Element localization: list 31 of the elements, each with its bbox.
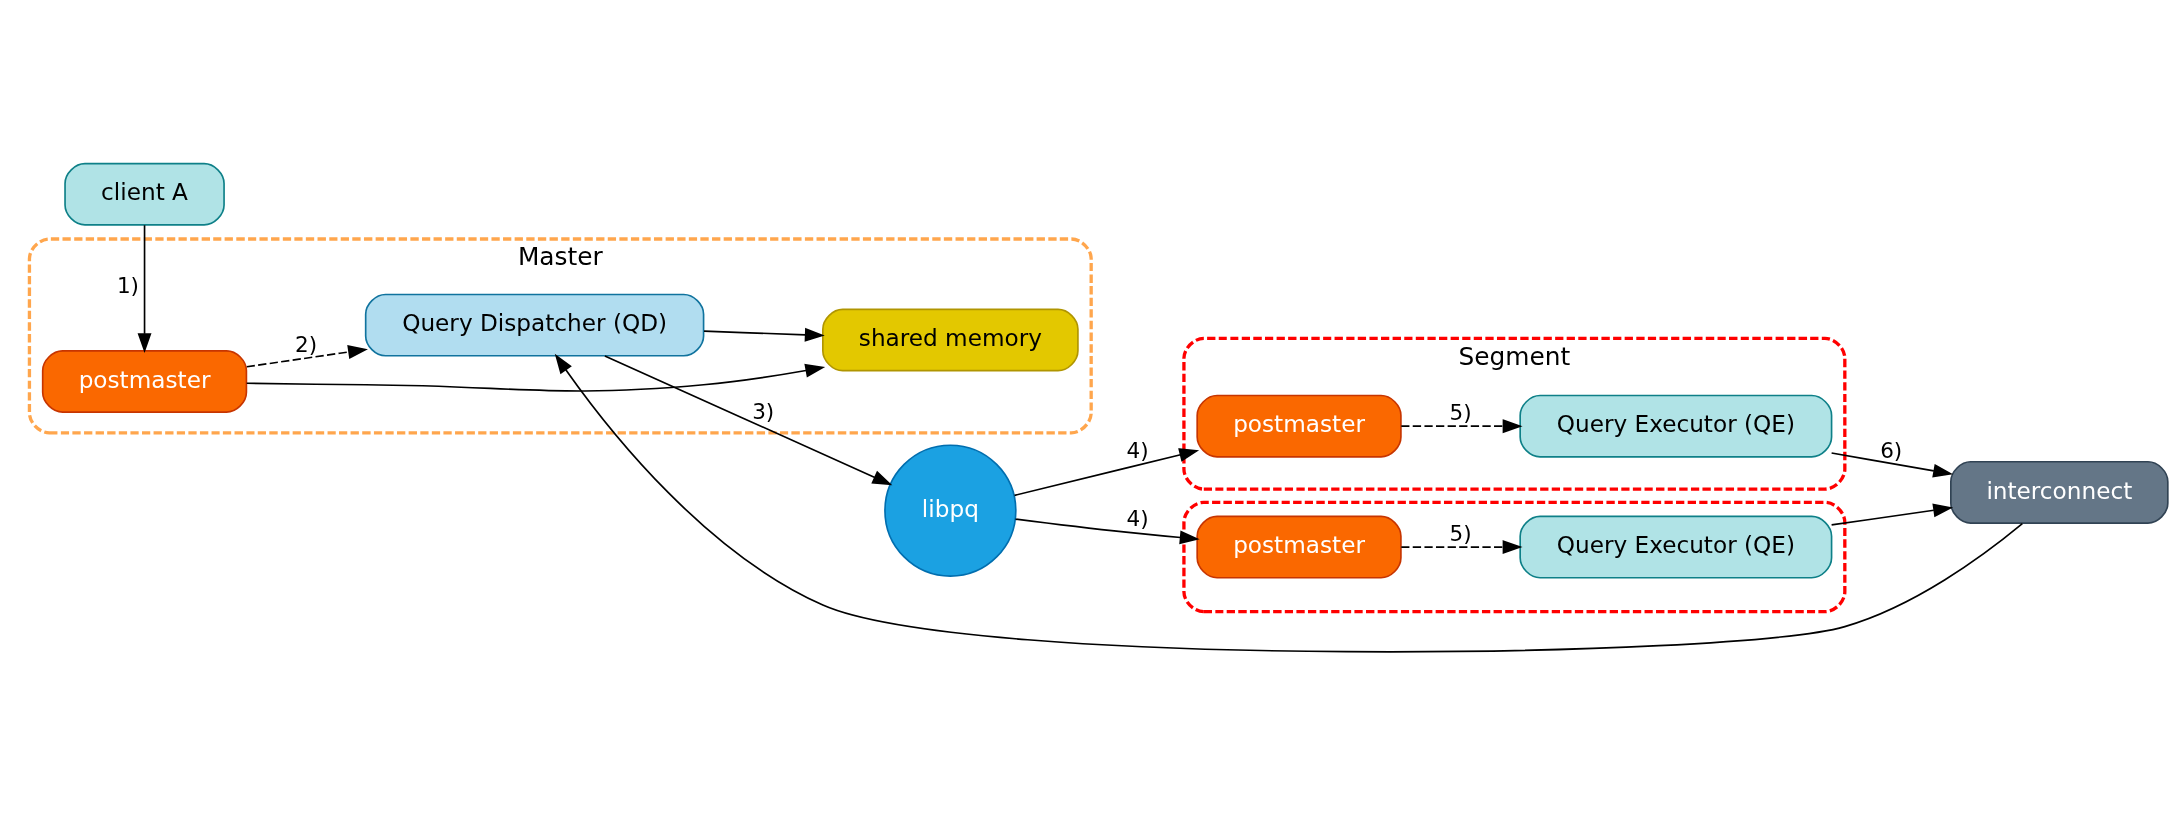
node-box: shared memory xyxy=(822,308,1079,372)
node-box: Query Executor (QE) xyxy=(1519,394,1833,458)
arrow xyxy=(1830,452,1954,478)
node-box: Query Executor (QE) xyxy=(1519,515,1833,579)
edge-label: 5) xyxy=(1449,521,1472,547)
edge-label: 4) xyxy=(1126,506,1149,532)
edge-label: 2) xyxy=(295,332,318,358)
node-box: client A xyxy=(64,162,225,226)
arrow xyxy=(245,363,826,392)
node-box: postmaster xyxy=(1196,394,1402,458)
arrow xyxy=(703,327,825,342)
arrow xyxy=(1400,419,1523,434)
edge-label: 5) xyxy=(1449,400,1472,426)
node-circle: libpq xyxy=(884,444,1017,577)
arrow xyxy=(1400,540,1523,555)
arrow xyxy=(246,345,368,368)
arrow xyxy=(1830,503,1954,526)
node-box: interconnect xyxy=(1950,460,2169,524)
edge-label: 1) xyxy=(116,273,140,299)
cluster xyxy=(1182,500,1847,614)
arrow xyxy=(137,224,152,354)
arrow xyxy=(604,355,893,486)
arrow xyxy=(1013,448,1200,497)
arrow xyxy=(1014,518,1200,545)
node-box: postmaster xyxy=(41,349,248,413)
edge-label: 3) xyxy=(752,398,775,424)
arrow xyxy=(554,353,2024,653)
edge-label: 6) xyxy=(1880,438,1903,464)
node-box: Query Dispatcher (QD) xyxy=(364,293,705,357)
node-box: postmaster xyxy=(1196,515,1402,579)
edge-label: 4) xyxy=(1126,438,1149,464)
